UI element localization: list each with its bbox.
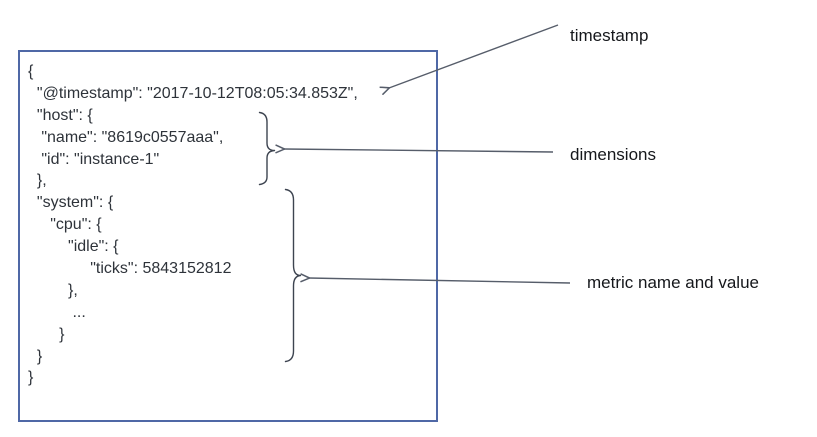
code-line-idle-open: "idle": { — [28, 238, 119, 256]
code-line-cpu-close: } — [28, 325, 65, 343]
json-code-block: { "@timestamp": "2017-10-12T08:05:34.853… — [28, 61, 358, 389]
json-document-box: { "@timestamp": "2017-10-12T08:05:34.853… — [18, 50, 438, 422]
code-line-host-name: "name": "8619c0557aaa", — [28, 128, 224, 146]
code-line-host-open: "host": { — [28, 106, 93, 124]
code-line-host-id: "id": "instance-1" — [28, 150, 160, 168]
code-line-ellipsis: ... — [28, 303, 86, 321]
code-line-system-close: } — [28, 347, 43, 365]
code-line-ticks-value: "ticks": 5843152812 — [28, 260, 232, 278]
code-line-host-close: }, — [28, 172, 47, 190]
code-line-cpu-open: "cpu": { — [28, 216, 102, 234]
code-line-system-open: "system": { — [28, 194, 114, 212]
timestamp-label: timestamp — [570, 26, 649, 45]
code-line-root-close: } — [28, 369, 34, 387]
dimensions-label: dimensions — [570, 145, 656, 164]
code-line: { — [28, 63, 34, 80]
metric-name-and-value-label: metric name and value — [587, 273, 759, 292]
code-line-idle-close: }, — [28, 281, 78, 299]
code-line-timestamp: "@timestamp": "2017-10-12T08:05:34.853Z"… — [28, 84, 358, 102]
